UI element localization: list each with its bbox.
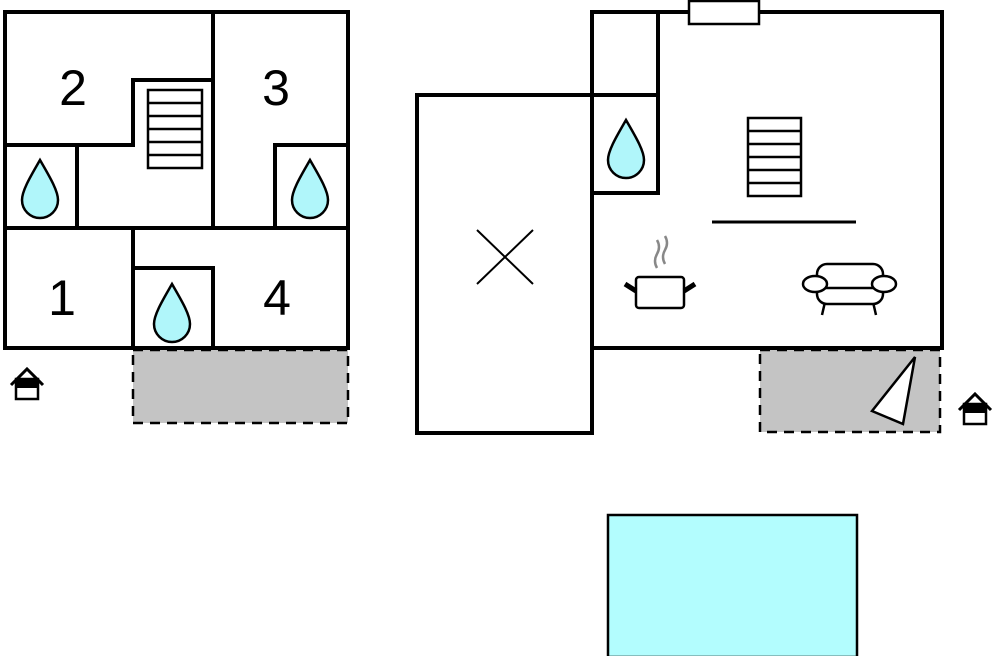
swimming-pool <box>606 513 859 656</box>
water-drop-icon <box>152 282 192 344</box>
right-inner-walls <box>592 12 660 195</box>
right-outer-wall <box>590 10 944 350</box>
sun-lounger-icon <box>869 356 917 426</box>
cooking-pot-icon <box>623 235 697 310</box>
stairs-icon <box>146 88 204 170</box>
sofa-icon <box>801 262 898 316</box>
room-label-2: 2 <box>59 60 87 116</box>
stairs-icon <box>746 116 803 198</box>
water-drop-icon <box>290 158 330 220</box>
annex-wall <box>415 93 594 435</box>
room-label-4: 4 <box>263 270 291 326</box>
void-cross-icon <box>476 229 534 285</box>
entrance-icon <box>9 367 45 401</box>
room-label-1: 1 <box>48 270 76 326</box>
room-label-3: 3 <box>262 60 290 116</box>
left-floor: 2 3 1 4 <box>3 10 350 425</box>
fireplace-icon <box>687 0 761 26</box>
left-terrace <box>131 348 350 425</box>
entrance-icon <box>957 392 993 426</box>
water-drop-icon <box>606 118 646 180</box>
left-outer-wall <box>3 10 350 350</box>
water-drop-icon <box>20 158 60 220</box>
right-floor <box>415 0 993 435</box>
left-inner-walls <box>5 12 348 348</box>
